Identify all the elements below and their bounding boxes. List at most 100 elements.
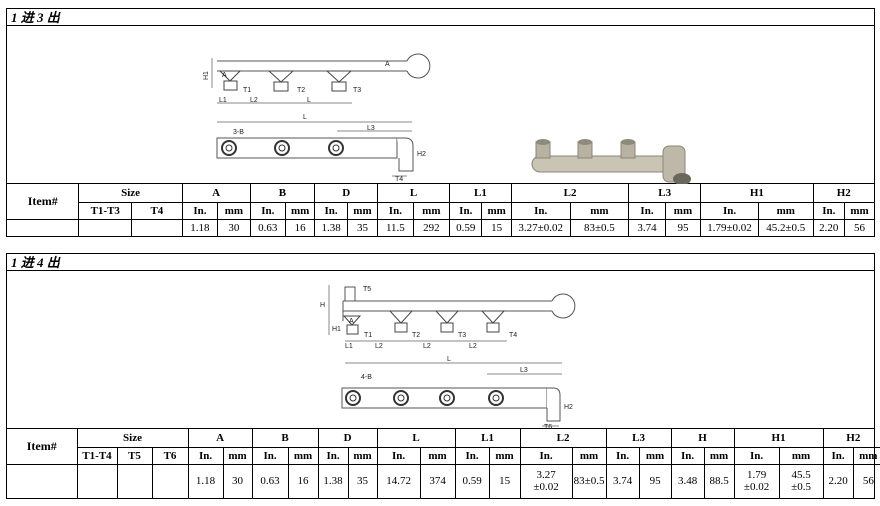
label-h: H — [320, 302, 325, 309]
label-4b: 4-B — [361, 374, 372, 381]
label-t5: T5 — [363, 286, 371, 293]
label-t1: T1 — [364, 332, 372, 339]
sub-cell: mm — [481, 201, 512, 220]
spec-table-1: Item# Size A B D L L1 L2 L3 H1 H2 T1-T3 … — [7, 184, 874, 237]
value-cell: 1.79 ±0.02 — [733, 463, 780, 498]
value-cell: 14.72 — [376, 463, 421, 498]
value-cell: 30 — [217, 218, 251, 237]
label-l3: L3 — [367, 125, 375, 132]
col-header-h2: H2 — [822, 429, 880, 448]
sub-cell: In. — [670, 446, 705, 465]
col-header-l: L — [376, 429, 456, 448]
item-header: Item# — [7, 184, 80, 220]
sub-cell: T6 — [151, 446, 189, 465]
value-cell: 45.5 ±0.5 — [778, 463, 824, 498]
sub-cell: In. — [454, 446, 490, 465]
sub-cell: In. — [377, 201, 414, 220]
manifold-4-drawing: T5 H H1 A T1 T2 T3 T4 L1 L2 L2 L2 — [320, 285, 576, 439]
value-cell: 3.27 ±0.02 — [519, 463, 573, 498]
col-header-l2: L2 — [519, 429, 607, 448]
sub-cell: mm — [843, 201, 874, 220]
label-t4: T4 — [395, 176, 403, 183]
value-cell: 374 — [419, 463, 456, 498]
value-cell: 83±0.5 — [571, 463, 607, 498]
col-header-b: B — [249, 184, 316, 203]
label-a-end: A — [385, 61, 390, 68]
value-cell — [76, 463, 118, 498]
sub-cell: mm — [347, 446, 378, 465]
value-cell: 95 — [638, 463, 672, 498]
col-header-h1: H1 — [733, 429, 824, 448]
sub-cell: mm — [664, 201, 702, 220]
value-cell: 3.74 — [628, 218, 666, 237]
value-cell: 15 — [488, 463, 521, 498]
value-cell — [116, 463, 153, 498]
label-t1: T1 — [243, 87, 251, 94]
col-header-l3: L3 — [628, 184, 702, 203]
item-header: Item# — [7, 429, 78, 465]
sub-cell: In. — [251, 446, 289, 465]
label-l: L — [307, 97, 311, 104]
sub-cell: T1-T4 — [77, 446, 118, 465]
label-l1: L1 — [345, 343, 353, 350]
sub-cell: mm — [222, 446, 253, 465]
col-header-h1: H1 — [700, 184, 814, 203]
sub-cell: In. — [187, 446, 224, 465]
manifold-3-drawing: A A H1 T1 T2 T3 L1 L2 L L L3 — [203, 53, 691, 192]
sub-cell: In. — [376, 446, 421, 465]
value-cell: 1.38 — [317, 463, 349, 498]
item-cell — [7, 463, 78, 498]
label-l2b: L2 — [423, 343, 431, 350]
sub-cell: In. — [449, 201, 483, 220]
label-l3: L3 — [520, 367, 528, 374]
value-cell: 0.59 — [449, 218, 483, 237]
sub-cell: T1-T3 — [78, 201, 133, 220]
label-t6: T6 — [544, 424, 552, 429]
value-cell: 3.48 — [670, 463, 705, 498]
value-cell: 16 — [284, 218, 316, 237]
value-cell — [131, 218, 183, 237]
value-cell — [151, 463, 189, 498]
value-cell: 1.79±0.02 — [700, 218, 759, 237]
sub-cell: In. — [317, 446, 349, 465]
value-cell: 292 — [412, 218, 451, 237]
col-header-a: A — [181, 184, 251, 203]
sub-cell: mm — [638, 446, 672, 465]
sub-cell: In. — [314, 201, 348, 220]
col-header-l2: L2 — [510, 184, 630, 203]
section-1-figure: A A H1 T1 T2 T3 L1 L2 L L L3 — [7, 26, 874, 192]
value-cell: 0.63 — [249, 218, 287, 237]
size-header: Size — [76, 429, 189, 448]
subheader-row: T1-T3 T4 In. mm In. mm In. mm In. mm In.… — [7, 201, 874, 220]
section-2-figure: T5 H H1 A T1 T2 T3 T4 L1 L2 L2 L2 — [7, 271, 874, 439]
size-header: Size — [78, 184, 183, 203]
manifold-3-photo — [531, 139, 691, 185]
sub-cell: mm — [412, 201, 451, 220]
value-cell: 3.74 — [605, 463, 640, 498]
value-cell: 11.5 — [377, 218, 414, 237]
label-h1: H1 — [332, 326, 341, 333]
sub-cell: mm — [571, 446, 607, 465]
sub-cell: T4 — [131, 201, 183, 220]
label-t2: T2 — [297, 87, 305, 94]
sub-cell: In. — [822, 446, 854, 465]
label-l2c: L2 — [469, 343, 477, 350]
col-header-d: D — [317, 429, 378, 448]
sub-cell: mm — [346, 201, 379, 220]
table-row: 1.18 30 0.63 16 1.38 35 11.5 292 0.59 15… — [7, 218, 874, 237]
value-cell: 16 — [287, 463, 319, 498]
sub-cell: mm — [569, 201, 630, 220]
label-a: A — [349, 318, 354, 325]
value-cell — [78, 218, 133, 237]
label-h2: H2 — [564, 404, 573, 411]
sub-cell: In. — [519, 446, 573, 465]
value-cell: 95 — [664, 218, 702, 237]
sub-cell: In. — [733, 446, 780, 465]
col-header-a: A — [187, 429, 253, 448]
value-cell: 0.63 — [251, 463, 289, 498]
sub-cell: In. — [181, 201, 219, 220]
col-header-l: L — [377, 184, 451, 203]
spec-table-2: Item# Size A B D L L1 L2 L3 H H1 H2 T1-T… — [7, 429, 880, 498]
label-l1: L1 — [219, 97, 227, 104]
sub-cell: In. — [700, 201, 759, 220]
